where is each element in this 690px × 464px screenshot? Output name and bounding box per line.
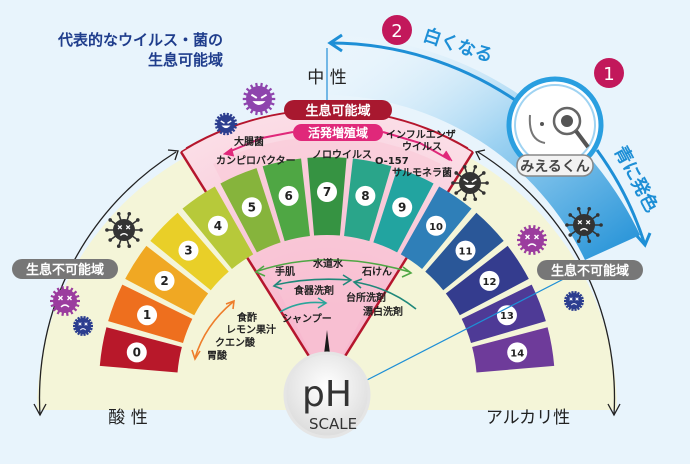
ph-value: 1 bbox=[143, 308, 151, 322]
ph-value: 11 bbox=[459, 247, 473, 258]
kitchen-detergent-label: 台所洗剤 bbox=[346, 291, 386, 304]
ph-value: 10 bbox=[429, 222, 443, 233]
whiten-arrow bbox=[329, 41, 516, 102]
influenza-label-2: ウイルス bbox=[402, 141, 442, 153]
scale-text: SCALE bbox=[309, 415, 357, 433]
page-title: 代表的なウイルス・菌の 生息可能域 bbox=[18, 30, 223, 70]
ph-value-badge bbox=[426, 215, 447, 236]
ph-value-badge bbox=[178, 240, 199, 261]
svg-text:活発増殖域: 活発増殖域 bbox=[308, 125, 368, 140]
uninhabitable-left-badge bbox=[12, 259, 118, 279]
vinegar-label: 食酢 bbox=[236, 311, 257, 324]
ph-value-badge bbox=[507, 342, 528, 363]
campylobacter-label: カンピロバクター bbox=[216, 155, 296, 167]
influenza-label-1: インフルエンザ bbox=[386, 129, 456, 141]
ph-value-badge bbox=[392, 197, 413, 218]
stomach-acid-label: 胃酸 bbox=[207, 349, 228, 362]
step-1-badge bbox=[594, 58, 624, 88]
ph-value: 13 bbox=[500, 311, 514, 322]
mascot-name: みえるくん bbox=[520, 159, 590, 175]
title-line-1: 代表的なウイルス・菌の bbox=[57, 31, 223, 49]
uninhabitable-right-badge bbox=[537, 260, 643, 280]
svg-text:2: 2 bbox=[391, 21, 402, 42]
blue-color-arrow bbox=[595, 149, 647, 246]
ph-value: 14 bbox=[510, 348, 524, 359]
title-line-2: 生息可能域 bbox=[147, 51, 223, 69]
neutral-label: 中 性 bbox=[307, 68, 346, 88]
svg-text:生息可能域: 生息可能域 bbox=[305, 103, 370, 119]
o157-label: O-157 bbox=[375, 156, 409, 167]
ph-value: 0 bbox=[133, 345, 141, 359]
ph-value: 6 bbox=[284, 189, 292, 203]
ph-value-badge bbox=[126, 342, 147, 363]
ph-value-badge bbox=[317, 182, 337, 202]
ph-value-badge bbox=[355, 185, 376, 206]
mascot-mierukun: みえるくん bbox=[506, 76, 604, 177]
germ-icons bbox=[50, 82, 603, 337]
dish-detergent-label: 食器洗剤 bbox=[293, 284, 334, 297]
purple-germ-sad-icon bbox=[50, 286, 80, 316]
ph-value-badge bbox=[278, 185, 299, 206]
shampoo-label: シャンプー bbox=[282, 312, 332, 325]
ph-value: 7 bbox=[323, 185, 331, 199]
norovirus-label: ノロウイルス bbox=[312, 149, 372, 161]
ph-value: 8 bbox=[361, 189, 369, 203]
ph-value: 2 bbox=[160, 274, 168, 288]
svg-text:生息不可能域: 生息不可能域 bbox=[551, 263, 629, 279]
blue-indicator-band bbox=[327, 35, 640, 260]
step-2-badge bbox=[382, 15, 412, 45]
blue-germ-sad-icon bbox=[73, 315, 93, 337]
ph-value-badge bbox=[207, 215, 228, 236]
ph-scale-badge bbox=[283, 351, 371, 439]
purple-germ-sad-icon-right bbox=[517, 225, 547, 255]
soap-label: 石けん bbox=[361, 266, 392, 278]
ph-value: 4 bbox=[214, 219, 222, 233]
skin-label: 手肌 bbox=[275, 265, 295, 278]
svg-text:1: 1 bbox=[603, 64, 614, 85]
ph-value: 9 bbox=[398, 200, 406, 214]
blue-germ-happy-icon bbox=[214, 112, 238, 136]
purple-germ-happy-icon bbox=[242, 82, 276, 116]
black-virus-happy-icon bbox=[451, 164, 489, 202]
habitable-zone-badge bbox=[284, 100, 392, 120]
ph-value-badge bbox=[241, 197, 262, 218]
svg-text:生息不可能域: 生息不可能域 bbox=[26, 262, 104, 278]
ph-value-badge bbox=[154, 270, 175, 291]
proliferation-zone-badge bbox=[293, 124, 383, 141]
blue-germ-sad-icon-right bbox=[564, 290, 584, 312]
ph-value: 12 bbox=[483, 277, 497, 288]
ph-value: 5 bbox=[248, 200, 256, 214]
ph-value-badge bbox=[479, 270, 500, 291]
citric-acid-label: クエン酸 bbox=[215, 336, 256, 349]
lemon-juice-label: レモン果汁 bbox=[226, 323, 276, 336]
ph-value-badge bbox=[137, 305, 158, 326]
acidic-label: 酸 性 bbox=[108, 408, 147, 428]
ph-value: 3 bbox=[184, 244, 192, 258]
ph-text: pH bbox=[302, 374, 352, 415]
black-virus-sad-icon-right bbox=[565, 206, 603, 244]
black-virus-sad-icon bbox=[105, 211, 143, 249]
ecoli-label: 大腸菌 bbox=[234, 135, 264, 148]
salmonella-label: サルモネラ菌 bbox=[392, 166, 452, 179]
bleach-label: 漂白洗剤 bbox=[362, 305, 403, 318]
ph-value-badge bbox=[455, 240, 476, 261]
tap-water-label: 水道水 bbox=[312, 257, 344, 270]
alkaline-label: アルカリ性 bbox=[486, 408, 570, 428]
